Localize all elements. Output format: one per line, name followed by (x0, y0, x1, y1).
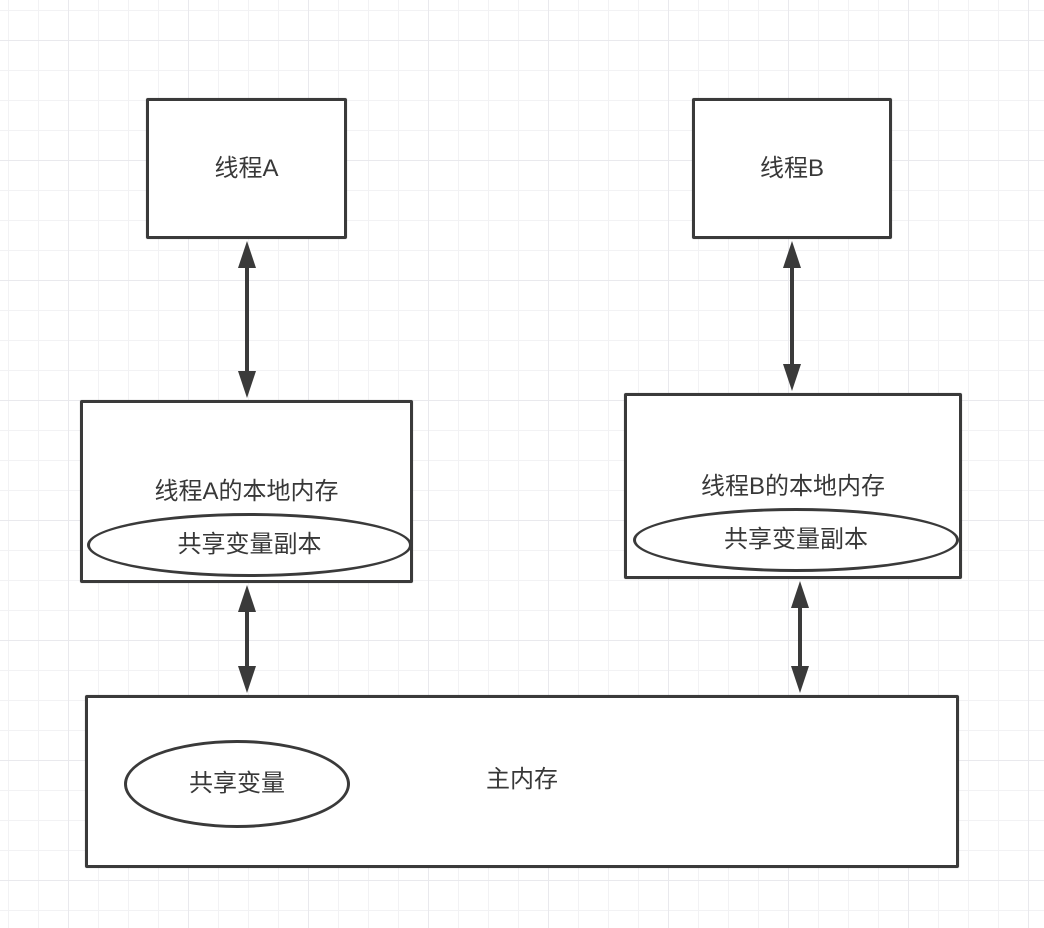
thread-a-label: 线程A (214, 154, 279, 182)
node-thread-a: 线程A (146, 98, 347, 239)
shared-variable-copy-a-ellipse: 共享变量副本 (87, 513, 412, 577)
shared-variable-copy-b-ellipse: 共享变量副本 (633, 508, 959, 572)
node-local-memory-b: 线程B的本地内存 共享变量副本 (624, 393, 962, 579)
node-main-memory: 共享变量 主内存 (85, 695, 959, 868)
shared-variable-label: 共享变量 (189, 770, 285, 797)
node-local-memory-a: 线程A的本地内存 共享变量副本 (80, 400, 413, 583)
local-memory-a-label: 线程A的本地内存 (154, 478, 339, 505)
arrow-thread-a-to-local-memory-a-icon (238, 241, 256, 398)
shared-variable-copy-b-label: 共享变量副本 (724, 526, 868, 553)
local-memory-b-label: 线程B的本地内存 (700, 473, 885, 500)
arrow-local-memory-a-to-main-memory-icon (238, 585, 256, 693)
main-memory-label: 主内存 (486, 766, 558, 793)
thread-b-label: 线程B (759, 154, 824, 182)
node-thread-b: 线程B (692, 98, 892, 239)
shared-variable-ellipse: 共享变量 (124, 740, 350, 828)
shared-variable-copy-a-label: 共享变量副本 (177, 531, 322, 558)
arrow-local-memory-b-to-main-memory-icon (791, 581, 809, 693)
arrow-thread-b-to-local-memory-b-icon (783, 241, 801, 391)
